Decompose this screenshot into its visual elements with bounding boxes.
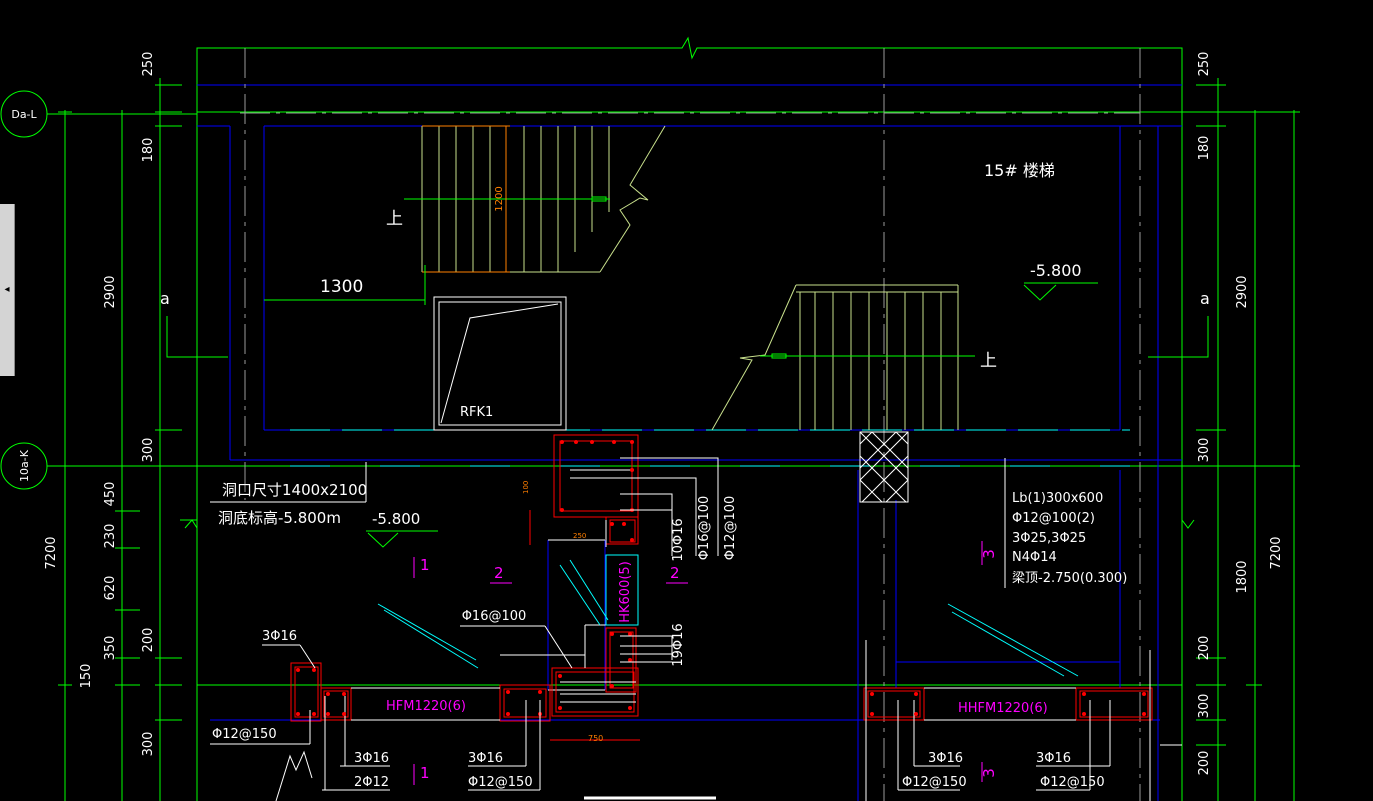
dim-right-200: 200 xyxy=(1197,636,1212,661)
svg-text:1: 1 xyxy=(420,556,430,574)
svg-text:RFK1: RFK1 xyxy=(460,405,493,420)
svg-text:Φ12@150: Φ12@150 xyxy=(1040,775,1105,790)
small-dim-100: 100 xyxy=(522,481,530,494)
svg-text:Φ16@100: Φ16@100 xyxy=(462,609,527,624)
left-dimension-texts: 250 180 2900 300 450 230 620 350 200 150… xyxy=(44,52,156,757)
stair-lower-flight xyxy=(711,284,975,431)
dim-left-300b: 300 xyxy=(141,732,156,757)
stair-width-dim: 1200 xyxy=(422,125,510,273)
outer-frame xyxy=(180,36,1300,801)
collapse-arrow-icon: ◂ xyxy=(4,284,10,295)
dim-left-230: 230 xyxy=(103,524,118,549)
left-end-column xyxy=(210,644,390,801)
svg-text:3Φ16: 3Φ16 xyxy=(1036,751,1071,766)
dim-left-180: 180 xyxy=(141,138,156,163)
svg-text:a: a xyxy=(160,289,170,308)
stair-upper-flight xyxy=(404,125,666,273)
left-dimension-lines xyxy=(58,78,182,801)
svg-text:1200: 1200 xyxy=(494,186,505,211)
offset-dimension: 1300 xyxy=(264,265,426,305)
section-mark-a-left: a xyxy=(160,289,228,358)
cut-marks: 1 1 2 2 3 3 xyxy=(413,541,998,785)
hk-label: HK600(5) xyxy=(618,561,633,623)
center-column-leaders xyxy=(460,457,719,669)
dim-right-2900: 2900 xyxy=(1235,275,1250,308)
dim-right-300: 300 xyxy=(1197,438,1212,463)
axis-bubble-top: Da-L xyxy=(0,90,197,138)
hatched-column xyxy=(859,431,909,503)
svg-text:3Φ16: 3Φ16 xyxy=(354,751,389,766)
svg-text:-5.800: -5.800 xyxy=(372,510,420,528)
center-column-labels: 10Φ16 Φ16@100 Φ12@100 19Φ16 Φ16@100 xyxy=(462,496,738,667)
svg-text:Φ12@150: Φ12@150 xyxy=(468,775,533,790)
svg-text:Lb(1)300x600: Lb(1)300x600 xyxy=(1012,491,1103,506)
svg-text:1: 1 xyxy=(420,764,430,782)
svg-text:Φ12@100: Φ12@100 xyxy=(723,496,738,561)
right-dimension-texts: 250 180 2900 300 1800 200 300 200 7200 xyxy=(1197,52,1284,776)
dim-left-150: 150 xyxy=(79,664,94,689)
dim-left-250: 250 xyxy=(141,52,156,77)
svg-text:Φ12@100(2): Φ12@100(2) xyxy=(1012,511,1095,526)
svg-text:19Φ16: 19Φ16 xyxy=(671,623,686,666)
dim-left-200: 200 xyxy=(141,628,156,653)
stair-level-mark: -5.800 xyxy=(1023,261,1098,301)
dim-left-350: 350 xyxy=(103,636,118,661)
stair-name: 15# 楼梯 xyxy=(984,161,1055,180)
svg-text:Φ12@150: Φ12@150 xyxy=(212,727,277,742)
svg-text:a: a xyxy=(1200,289,1210,308)
dim-left-2900: 2900 xyxy=(103,275,118,308)
stair-up-label-2: 上 xyxy=(980,351,997,371)
beam-note: Lb(1)300x600 Φ12@100(2) 3Φ25,3Φ25 N4Φ14 … xyxy=(1004,458,1127,588)
center-column-rebar xyxy=(499,434,640,741)
level-mark-2: -5.800 xyxy=(366,510,438,548)
dim-right-200b: 200 xyxy=(1197,751,1212,776)
hole-note: 洞口尺寸1400x2100 洞底标高-5.800m xyxy=(210,462,367,527)
svg-text:3Φ16: 3Φ16 xyxy=(928,751,963,766)
right-rebar-labels: 3Φ16 Φ12@150 3Φ16 Φ12@150 xyxy=(902,751,1105,790)
side-panel-toggle[interactable]: ◂ xyxy=(0,204,15,376)
svg-text:-5.800: -5.800 xyxy=(1030,261,1082,280)
svg-text:N4Φ14: N4Φ14 xyxy=(1012,550,1057,565)
svg-text:10Φ16: 10Φ16 xyxy=(671,518,686,561)
dim-left-total: 7200 xyxy=(44,536,59,569)
svg-text:梁顶-2.750(0.300): 梁顶-2.750(0.300) xyxy=(1012,571,1127,586)
wall-diagonals xyxy=(377,603,1079,677)
right-columns xyxy=(863,640,1182,801)
dim-right-250: 250 xyxy=(1197,52,1212,77)
svg-text:洞口尺寸1400x2100: 洞口尺寸1400x2100 xyxy=(222,481,367,499)
dim-right-1800: 1800 xyxy=(1235,560,1250,593)
stair-up-label-1: 上 xyxy=(386,209,403,229)
small-dim-250: 250 xyxy=(573,532,586,540)
svg-text:洞底标高-5.800m: 洞底标高-5.800m xyxy=(218,509,341,527)
small-dim-750: 750 xyxy=(588,734,603,743)
svg-text:3: 3 xyxy=(980,549,998,559)
section-mark-a-right: a xyxy=(1148,289,1210,358)
svg-text:Da-L: Da-L xyxy=(11,108,37,121)
svg-text:3Φ25,3Φ25: 3Φ25,3Φ25 xyxy=(1012,531,1086,546)
svg-text:3Φ16: 3Φ16 xyxy=(468,751,503,766)
right-dimension-lines xyxy=(1196,78,1300,801)
left-column-labels: 3Φ16 Φ12@150 3Φ16 2Φ12 xyxy=(212,629,389,790)
dim-right-180: 180 xyxy=(1197,136,1212,161)
dim-left-620: 620 xyxy=(103,576,118,601)
svg-text:10a-K: 10a-K xyxy=(18,449,31,482)
svg-text:3: 3 xyxy=(980,768,998,778)
middle-rebar-labels: 3Φ16 Φ12@150 xyxy=(468,700,541,791)
svg-text:3Φ16: 3Φ16 xyxy=(262,629,297,644)
svg-text:2Φ12: 2Φ12 xyxy=(354,775,389,790)
svg-text:2: 2 xyxy=(670,564,680,582)
dim-left-300: 300 xyxy=(141,438,156,463)
svg-text:Φ16@100: Φ16@100 xyxy=(697,496,712,561)
wall-left-label: HFM1220(6) xyxy=(386,699,466,714)
svg-text:1300: 1300 xyxy=(320,277,363,297)
dim-right-300b: 300 xyxy=(1197,694,1212,719)
svg-text:Φ12@150: Φ12@150 xyxy=(902,775,967,790)
opening-rfk1: RFK1 xyxy=(433,296,567,431)
wall-right-label: HHFM1220(6) xyxy=(958,701,1048,716)
svg-text:2: 2 xyxy=(494,564,504,582)
dim-left-450: 450 xyxy=(103,482,118,507)
dim-right-total: 7200 xyxy=(1269,536,1284,569)
